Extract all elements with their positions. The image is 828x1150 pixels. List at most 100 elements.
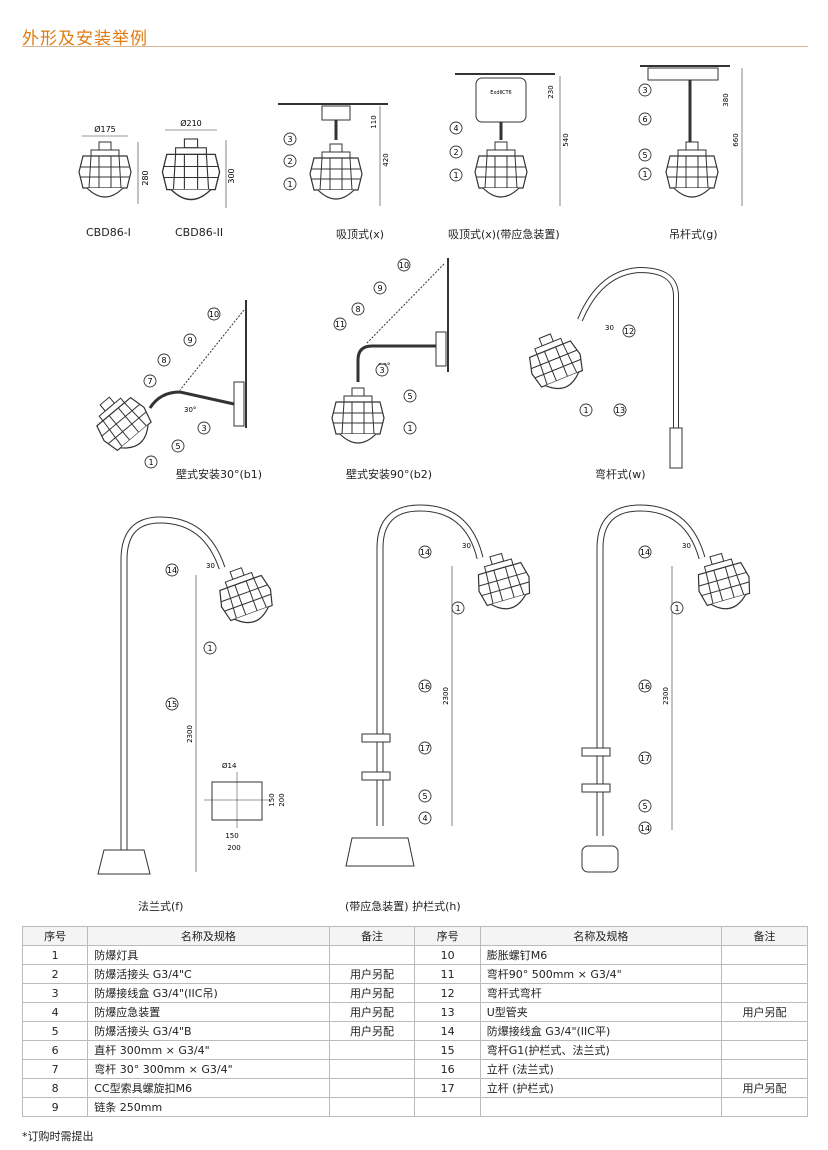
svg-text:200: 200	[278, 793, 286, 806]
header-cell: 序号	[21, 926, 89, 946]
svg-text:5: 5	[422, 792, 427, 801]
svg-text:30: 30	[462, 542, 471, 550]
svg-text:2300: 2300	[662, 687, 670, 705]
svg-text:30°: 30°	[184, 406, 196, 414]
cell: 立杆 (护栏式)	[479, 1078, 723, 1098]
cell: 膨胀螺钉M6	[479, 945, 723, 965]
cell	[721, 1097, 808, 1117]
cell	[721, 1021, 808, 1041]
cell: 17	[414, 1078, 481, 1098]
cell: 弯杆式弯杆	[479, 983, 723, 1003]
svg-text:16: 16	[420, 682, 430, 691]
dim-height: 280	[141, 170, 150, 185]
cell: CC型索具螺旋扣M6	[87, 1078, 330, 1098]
table-header: 序号 名称及规格 备注 序号 名称及规格 备注	[21, 926, 808, 946]
cell: 3	[21, 983, 89, 1003]
svg-text:1: 1	[453, 171, 458, 180]
svg-text:2: 2	[453, 148, 458, 157]
cell: 10	[414, 945, 481, 965]
cell: 链条 250mm	[87, 1097, 330, 1117]
cell: 用户另配	[328, 964, 416, 984]
figure-wall-b1: 30° 10 9 8 7 5 3 1	[84, 300, 247, 469]
cell: 立杆 (法兰式)	[479, 1059, 723, 1079]
cell: 2	[21, 964, 89, 984]
cell: 4	[21, 1002, 89, 1022]
figure-ceiling-emergency: ExdⅡCT6 230 540 4 2 1	[449, 73, 570, 206]
svg-text:11: 11	[335, 320, 345, 329]
svg-text:17: 17	[420, 744, 430, 753]
svg-text:1: 1	[674, 604, 679, 613]
caption-cbd86-2: CBD86-II	[175, 226, 224, 239]
footnote: *订购时需提出	[22, 1130, 94, 1143]
cell: 弯杆 30° 300mm × G3/4"	[87, 1059, 330, 1079]
svg-text:540: 540	[562, 133, 570, 146]
header-cell: 序号	[414, 926, 481, 946]
dim-diameter: Ø210	[180, 118, 202, 128]
cell: 用户另配	[721, 1078, 808, 1098]
svg-text:9: 9	[377, 284, 382, 293]
caption-cbd86-1: CBD86-I	[86, 226, 131, 239]
caption-wall-b2: 壁式安装90°(b2)	[346, 468, 433, 481]
svg-text:1: 1	[642, 170, 647, 179]
cell: 8	[21, 1078, 89, 1098]
cell	[328, 1040, 416, 1060]
cell: 防爆活接头 G3/4"C	[87, 964, 330, 984]
cell: 用户另配	[721, 1002, 808, 1022]
figure-guard-h2: 2300 30 14 1 16 17 5 14	[581, 504, 757, 873]
svg-text:6: 6	[642, 115, 647, 124]
cell: 11	[414, 964, 481, 984]
svg-text:200: 200	[227, 844, 240, 852]
cell: 用户另配	[328, 983, 416, 1003]
svg-text:12: 12	[624, 327, 634, 336]
cell: 用户另配	[328, 1021, 416, 1041]
svg-text:30: 30	[682, 542, 691, 550]
svg-text:2: 2	[287, 157, 292, 166]
cell: 防爆灯具	[87, 945, 330, 965]
svg-text:5: 5	[642, 151, 647, 160]
svg-text:17: 17	[640, 754, 650, 763]
cell: 弯杆90° 500mm × G3/4"	[479, 964, 723, 984]
cell: 7	[21, 1059, 89, 1079]
svg-text:3: 3	[642, 86, 647, 95]
cell: 用户另配	[328, 1002, 416, 1022]
svg-text:4: 4	[422, 814, 427, 823]
figure-bend-w: 30 12 1 13	[520, 266, 683, 469]
caption-ceiling-x: 吸顶式(x)	[336, 228, 385, 241]
svg-text:14: 14	[640, 824, 650, 833]
svg-text:1: 1	[455, 604, 460, 613]
caption-bend-w: 弯杆式(w)	[595, 468, 646, 481]
svg-text:420: 420	[382, 153, 390, 166]
cell: 16	[414, 1059, 481, 1079]
svg-text:2300: 2300	[442, 687, 450, 705]
cell: 13	[414, 1002, 481, 1022]
svg-text:15: 15	[167, 700, 177, 709]
cell	[328, 1097, 416, 1117]
svg-text:9: 9	[187, 336, 192, 345]
figure-pendant-g: 380 660 3 6 5 1	[638, 65, 743, 206]
title-divider	[22, 46, 808, 47]
svg-text:110: 110	[370, 115, 378, 128]
cell	[414, 1097, 481, 1117]
svg-text:30: 30	[605, 324, 614, 332]
cell: 9	[21, 1097, 89, 1117]
svg-text:1: 1	[583, 406, 588, 415]
caption-wall-b1: 壁式安装30°(b1)	[176, 468, 263, 481]
svg-text:3: 3	[287, 135, 292, 144]
svg-text:8: 8	[355, 305, 360, 314]
figure-flange-f: 2300 30 Ø14 150 200 150 200 14 1 15	[97, 516, 286, 875]
svg-text:Ø14: Ø14	[222, 762, 237, 770]
cell: 15	[414, 1040, 481, 1060]
cell: 5	[21, 1021, 89, 1041]
svg-text:14: 14	[167, 566, 177, 575]
header-cell: 名称及规格	[87, 926, 330, 946]
caption-guard-h: (带应急装置) 护栏式(h)	[345, 900, 461, 913]
cell: 6	[21, 1040, 89, 1060]
cell: 防爆活接头 G3/4"B	[87, 1021, 330, 1041]
dim-diameter: Ø175	[94, 124, 116, 134]
cell: 防爆应急装置	[87, 1002, 330, 1022]
svg-text:150: 150	[268, 793, 276, 806]
svg-text:5: 5	[642, 802, 647, 811]
